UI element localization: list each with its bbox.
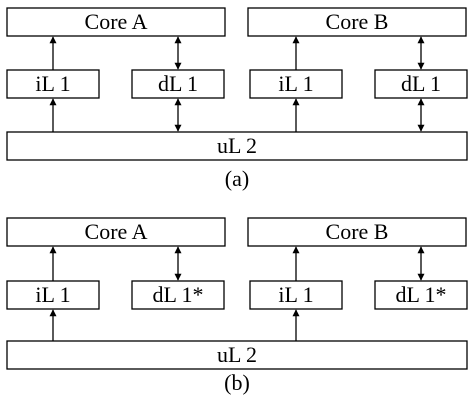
core-b-label: Core B [326,9,389,34]
core-a-box [6,7,226,37]
ul2-box [6,340,468,370]
panel-a: Core A Core B iL 1 dL 1 iL 1 dL 1 uL 2 (… [6,7,468,191]
core-a-label: Core A [85,219,148,244]
core-b-box [247,217,467,247]
il1-a-box [6,280,100,310]
core-b-label: Core B [326,219,389,244]
dl1-star-b-label: dL 1* [395,282,446,307]
dl1-b-label: dL 1 [401,71,441,96]
dl1-a-label: dL 1 [158,71,198,96]
il1-a-label: iL 1 [35,71,70,96]
il1-b-label: iL 1 [278,282,313,307]
core-a-label: Core A [85,9,148,34]
caption-a: (a) [225,166,249,191]
il1-b-box [249,280,343,310]
ul2-box [6,131,468,161]
dl1-star-a-label: dL 1* [152,282,203,307]
caption-b: (b) [224,370,250,395]
dl1-a-box [131,69,225,99]
dl1-star-a-box [131,280,225,310]
core-a-box [6,217,226,247]
ul2-label: uL 2 [217,133,257,158]
ul2-label: uL 2 [217,342,257,367]
dl1-star-b-box [374,280,468,310]
il1-a-label: iL 1 [35,282,70,307]
panel-b: Core A Core B iL 1 dL 1* iL 1 dL 1* uL 2… [6,217,468,395]
il1-b-box [249,69,343,99]
core-b-box [247,7,467,37]
dl1-b-box [374,69,468,99]
il1-b-label: iL 1 [278,71,313,96]
